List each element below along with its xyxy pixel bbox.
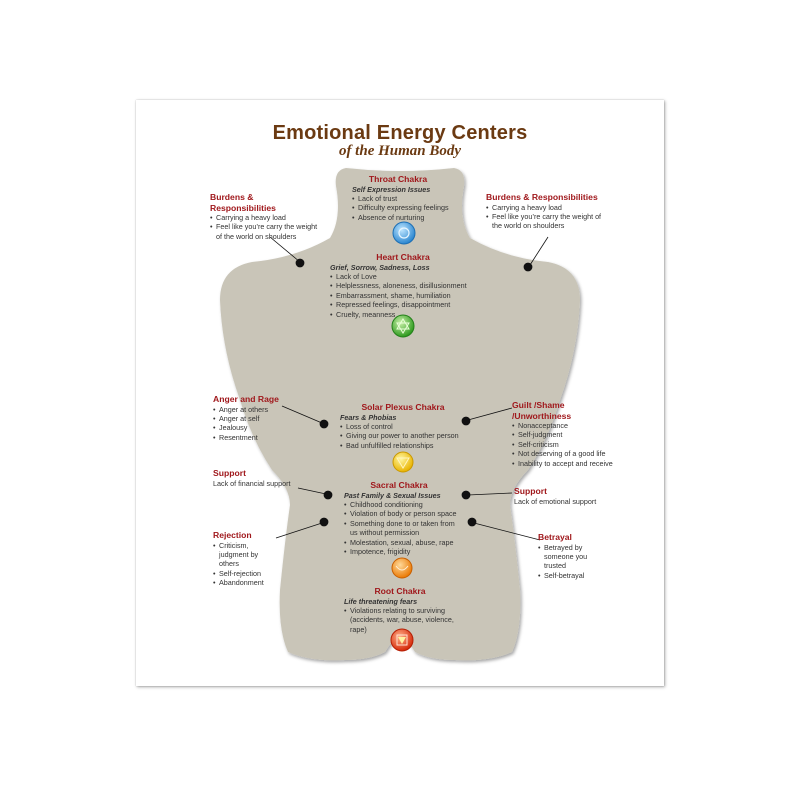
list-item: Betrayed by someone you trusted [538,543,604,571]
page-title: Emotional Energy Centers [272,122,528,144]
support-left-title: Support [213,468,246,478]
marker-burdens-left [295,258,305,268]
rejection-callout: Rejection Criticism, judgment by others … [213,530,275,588]
list-item: Impotence, frigidity [344,547,464,557]
list-item: Abandonment [213,578,275,588]
list-item: Anger at others [213,405,293,415]
list-item: Nonacceptance [512,421,622,431]
list-item: Anger at self [213,414,293,424]
list-item: Bad unfulfilled relationships [340,441,470,451]
list-item: Violations relating to surviving (accide… [344,606,456,634]
burdens-left-callout: Burdens & Responsibilities Carrying a he… [210,192,320,241]
list-item: Lack of Love [330,272,480,282]
solar-plexus-chakra-subtitle: Fears & Phobias [340,412,397,422]
sacral-chakra-icon [391,557,413,579]
list-item: Self-judgment [512,430,622,440]
list-item: Helplessness, aloneness, disillusionment [330,281,480,291]
list-item: Cruelty, meanness [330,310,480,320]
root-chakra-icon [390,628,414,652]
sacral-chakra-block: Sacral Chakra Past Family & Sexual Issue… [344,480,464,557]
support-right-callout: Support Lack of emotional support [514,486,614,506]
list-item: Something done to or taken from us witho… [344,519,464,538]
list-item: Feel like you’re carry the weight of the… [486,212,604,231]
heart-chakra-subtitle: Grief, Sorrow, Sadness, Loss [330,262,430,272]
betrayal-callout: Betrayal Betrayed by someone you trusted… [538,532,604,581]
marker-rejection [319,517,329,527]
guilt-title: Guilt /Shame /Unworthiness [512,400,572,421]
list-item: Carrying a heavy load [210,213,320,223]
throat-chakra-subtitle: Self Expression Issues [352,184,431,194]
throat-chakra-icon [392,221,416,245]
marker-betrayal [467,517,477,527]
support-right-text: Lack of emotional support [514,496,597,506]
list-item: Violation of body or person space [344,509,464,519]
rejection-title: Rejection [213,530,252,540]
root-chakra-title: Root Chakra [374,586,426,596]
list-item: Criticism, judgment by others [213,541,275,569]
marker-support-right [461,490,471,500]
solar-plexus-chakra-block: Solar Plexus Chakra Fears & Phobias Loss… [340,402,470,451]
root-chakra-block: Root Chakra Life threatening fears Viola… [344,586,456,634]
list-item: Self-rejection [213,569,275,579]
anger-callout: Anger and Rage Anger at others Anger at … [213,394,293,443]
page-subtitle: of the Human Body [338,143,462,159]
throat-chakra-block: Throat Chakra Self Expression Issues Lac… [346,174,466,223]
root-chakra-subtitle: Life threatening fears [344,596,418,606]
marker-burdens-right [523,262,533,272]
list-item: Giving our power to another person [340,431,470,441]
list-item: Feel like you’re carry the weight of the… [210,222,320,241]
list-item: Self-criticism [512,440,622,450]
list-item: Absence of nurturing [352,213,466,223]
burdens-right-title: Burdens & Responsibilities [486,192,598,202]
sacral-chakra-title: Sacral Chakra [370,480,428,490]
list-item: Inability to accept and receive [512,459,622,469]
support-left-callout: Support Lack of financial support [213,468,308,488]
list-item: Molestation, sexual, abuse, rape [344,538,464,548]
list-item: Childhood conditioning [344,500,464,510]
anger-title: Anger and Rage [213,394,279,404]
list-item: Jealousy [213,423,293,433]
list-item: Difficulty expressing feelings [352,203,466,213]
list-item: Embarrassment, shame, humiliation [330,291,480,301]
guilt-callout: Guilt /Shame /Unworthiness Nonacceptance… [512,400,622,468]
support-right-title: Support [514,486,547,496]
betrayal-title: Betrayal [538,532,572,542]
list-item: Carrying a heavy load [486,203,604,213]
sacral-chakra-subtitle: Past Family & Sexual Issues [344,490,441,500]
list-item: Repressed feelings, disappointment [330,300,480,310]
heart-chakra-title: Heart Chakra [376,252,430,262]
support-left-text: Lack of financial support [213,478,291,488]
body-silhouette [220,168,580,661]
throat-chakra-title: Throat Chakra [368,174,428,184]
list-item: Self-betrayal [538,571,604,581]
solar-plexus-chakra-title: Solar Plexus Chakra [361,402,445,412]
marker-support-left [323,490,333,500]
solar-plexus-chakra-icon [392,451,414,473]
burdens-left-title: Burdens & Responsibilities [210,192,276,213]
list-item: Loss of control [340,422,470,432]
marker-anger [319,419,329,429]
burdens-right-callout: Burdens & Responsibilities Carrying a he… [486,192,604,231]
list-item: Not deserving of a good life [512,449,622,459]
list-item: Lack of trust [352,194,466,204]
heart-chakra-block: Heart Chakra Grief, Sorrow, Sadness, Los… [330,252,480,319]
list-item: Resentment [213,433,293,443]
